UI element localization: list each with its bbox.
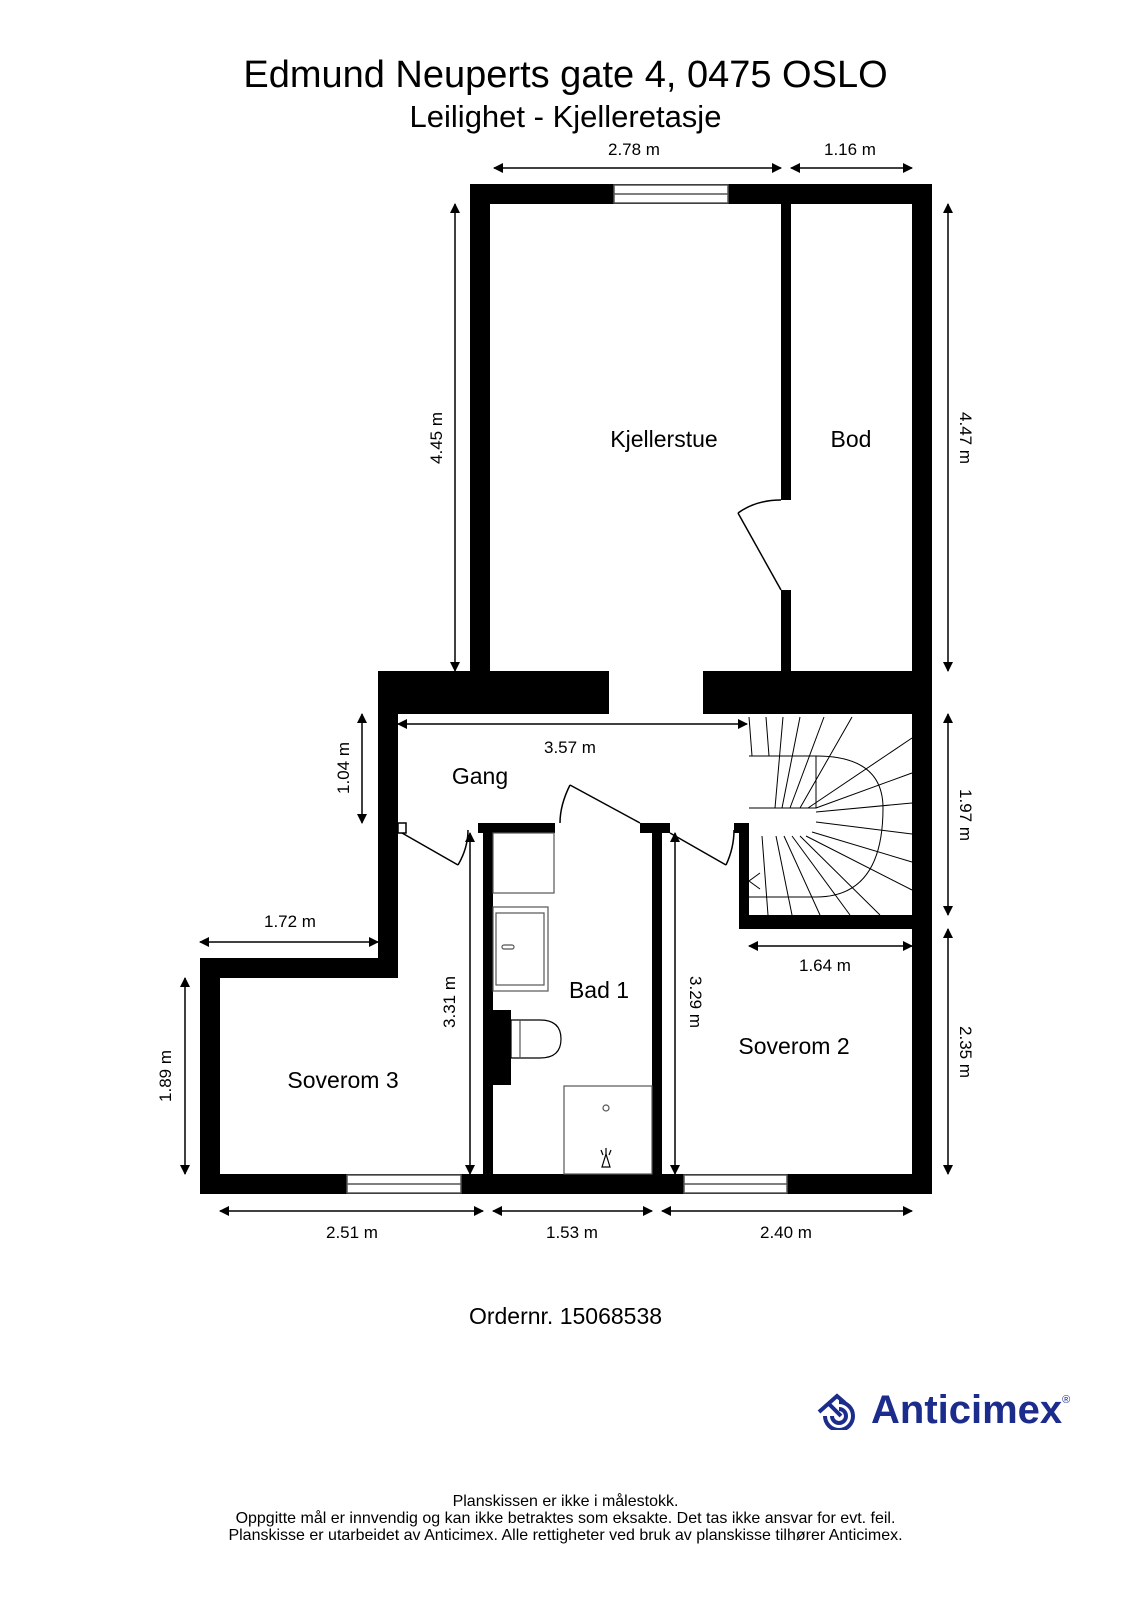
room-label-bod: Bod [831,426,872,452]
door-soverom2 [669,832,727,866]
room-label-soverom3: Soverom 3 [287,1067,398,1093]
anticimex-logo-icon [817,1393,855,1430]
room-label-bad1: Bad 1 [569,977,629,1003]
cabinet [492,832,555,894]
logo-brand-text: Anticimex [871,1387,1063,1432]
dim-right-bod: 4.47 m [956,412,975,464]
dim-top-bod: 1.16 m [824,140,876,159]
dim-bottom-bad: 1.53 m [546,1223,598,1242]
windows [346,184,788,1194]
door-bad [569,784,641,824]
disclaimer-line-2: Oppgitte mål er innvendig og kan ikke be… [235,1510,896,1527]
dim-gang-height: 1.04 m [334,742,353,794]
toilet-icon [510,1019,562,1059]
dim-right-soverom2: 2.35 m [956,1026,975,1078]
dim-left-kjellerstue: 4.45 m [427,412,446,464]
stair-direction-arrow-icon [748,872,761,890]
room-label-gang: Gang [452,763,508,789]
dim-bottom-soverom2: 2.40 m [760,1223,812,1242]
dimension-labels: 2.78 m 1.16 m 4.45 m 4.47 m 3.57 m 1.04 … [156,140,975,1242]
staircase [748,716,913,916]
dim-gang-width: 3.57 m [544,738,596,757]
dim-top-kjellerstue: 2.78 m [608,140,660,159]
room-label-soverom2: Soverom 2 [738,1033,849,1059]
dim-soverom2-top: 1.64 m [799,956,851,975]
door-soverom3 [401,832,459,866]
walls [200,184,932,1194]
dim-soverom3-depth: 3.31 m [440,976,459,1028]
dimension-lines [180,163,953,1216]
property-address-title: Edmund Neuperts gate 4, 0475 OSLO [243,54,888,96]
bathroom-fixtures [492,832,653,1175]
anticimex-logo: Anticimex ® [815,1388,1070,1432]
sink-icon [492,906,549,992]
floor-subtitle: Leilighet - Kjelleretasje [409,99,722,134]
dim-soverom3-offset: 1.72 m [264,912,316,931]
dim-soverom3-height: 1.89 m [156,1050,175,1102]
shower-icon [563,1085,653,1175]
disclaimer: Planskissen er ikke i målestokk. Oppgitt… [0,1493,1131,1544]
dim-right-stair: 1.97 m [956,789,975,841]
door-bod [737,512,782,591]
disclaimer-line-3: Planskisse er utarbeidet av Anticimex. A… [228,1527,903,1544]
dim-soverom2-depth: 3.29 m [686,976,705,1028]
order-number: Ordernr. 15068538 [468,1303,663,1329]
disclaimer-line-1: Planskissen er ikke i målestokk. [452,1493,679,1510]
dim-bottom-soverom3: 2.51 m [326,1223,378,1242]
room-label-kjellerstue: Kjellerstue [610,426,717,452]
room-labels: Kjellerstue Bod Gang Bad 1 Soverom 2 Sov… [287,426,871,1093]
registered-mark: ® [1062,1394,1071,1406]
